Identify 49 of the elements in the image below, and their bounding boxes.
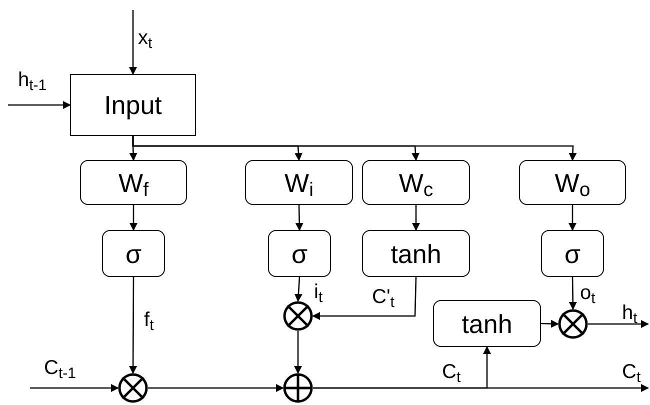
- node-label: tanh: [390, 240, 442, 266]
- function-box: [102, 230, 165, 277]
- multiply-operator: [283, 301, 313, 331]
- function-box: [268, 230, 331, 277]
- edge-label: C$_{t-1}$: [44, 358, 76, 378]
- function-box: [541, 230, 604, 277]
- node-label: Input: [104, 92, 162, 118]
- edge-label: C$_{t}$: [442, 362, 461, 382]
- multiply-operator: [558, 309, 588, 339]
- function-box: [519, 160, 626, 205]
- multiply-operator: [118, 373, 148, 403]
- arrow: [540, 320, 559, 328]
- arrow: [294, 276, 302, 302]
- function-box: [80, 160, 187, 205]
- arrow: [129, 10, 137, 75]
- node-label: σ: [291, 240, 308, 266]
- edge-label: h$_{t}$: [622, 303, 638, 323]
- arrow: [148, 384, 284, 392]
- function-box: [362, 230, 470, 277]
- arrow: [588, 320, 649, 328]
- add-operator: [283, 373, 313, 403]
- arrow: [30, 384, 119, 392]
- node-label: W$_{i}$: [284, 170, 314, 196]
- node-label: σ: [125, 240, 142, 266]
- arrow: [130, 205, 138, 231]
- edge-label: C'$_{t}$: [372, 287, 394, 307]
- edge-label: h$_{t-1}$: [18, 70, 47, 90]
- node-label: W$_{o}$: [554, 170, 590, 196]
- node-label: tanh: [462, 310, 512, 336]
- arrow: [295, 204, 304, 231]
- arrow: [568, 276, 577, 310]
- input-box: [70, 74, 196, 136]
- function-box: [433, 300, 541, 347]
- arrow: [568, 205, 576, 231]
- arrow: [129, 277, 138, 374]
- function-box: [245, 160, 353, 205]
- arrow: [8, 101, 71, 109]
- edge-label: i$_{t}$: [314, 282, 323, 302]
- arrow: [294, 331, 302, 374]
- arrow: [312, 276, 417, 320]
- node-label: W$_{c}$: [398, 170, 434, 196]
- arrow: [313, 384, 649, 392]
- edge-label: f$_{t}$: [144, 310, 154, 330]
- arrow: [412, 205, 420, 231]
- arrow: [132, 136, 577, 161]
- node-label: σ: [564, 240, 581, 266]
- function-box: [362, 160, 470, 205]
- node-label: W$_{f}$: [118, 170, 148, 196]
- edge-label: C$_{t}$: [622, 362, 641, 382]
